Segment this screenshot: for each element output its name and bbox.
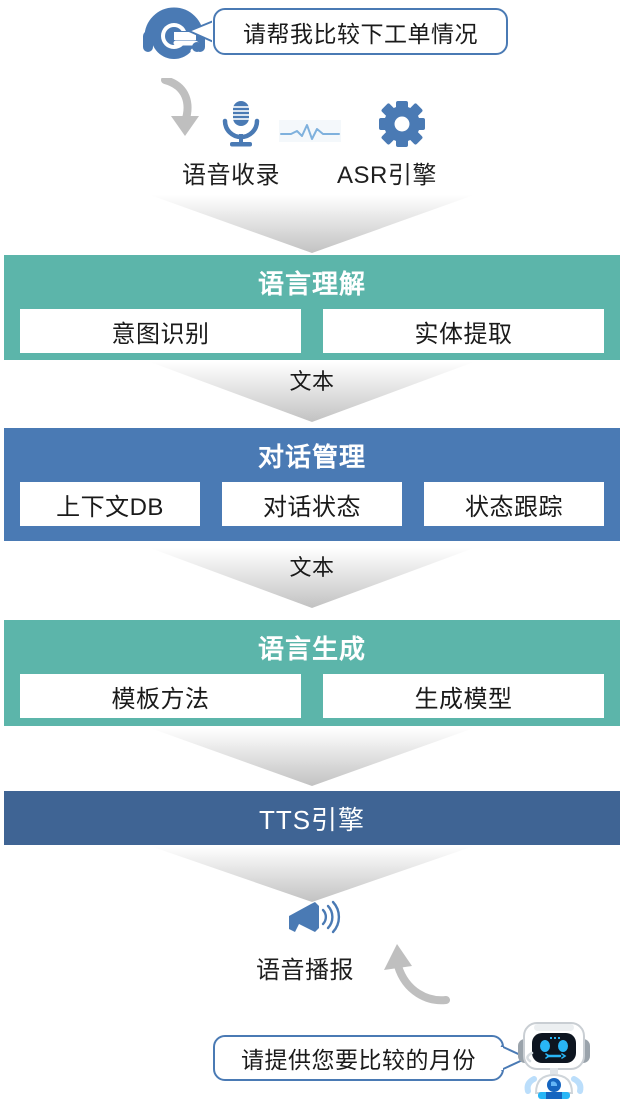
- curved-arrow-down-icon: [155, 76, 215, 140]
- stage-box-entity[interactable]: 实体提取: [323, 309, 604, 353]
- stage-nlu: 语言理解 意图识别 实体提取: [4, 255, 620, 360]
- connector-label-text-1: 文本: [289, 369, 335, 394]
- connector-arrow-2: 文本: [0, 362, 624, 424]
- stage-dialog-management: 对话管理 上下文DB 对话状态 状态跟踪: [4, 428, 620, 541]
- stage-nlg: 语言生成 模板方法 生成模型: [4, 620, 620, 726]
- stage-box-intent[interactable]: 意图识别: [20, 309, 301, 353]
- stage-box-state-tracking[interactable]: 状态跟踪: [424, 482, 604, 526]
- connector-arrow-3: 文本: [0, 548, 624, 610]
- bot-message-bubble[interactable]: 请提供您要比较的月份: [213, 1035, 504, 1081]
- connector-arrow-1: [0, 195, 624, 255]
- connector-arrow-5: [0, 846, 624, 904]
- stage-nlg-title: 语言生成: [257, 634, 366, 664]
- tts-engine-bar: TTS引擎: [4, 791, 620, 845]
- gear-icon: [378, 100, 426, 148]
- user-message-bubble[interactable]: 请帮我比较下工单情况: [213, 8, 508, 55]
- connector-arrow-4: [0, 728, 624, 788]
- tts-engine-title: TTS引擎: [258, 804, 366, 835]
- stage-nlg-boxes: 模板方法 生成模型: [4, 674, 620, 718]
- robot-icon: [510, 1013, 598, 1101]
- stage-dm-boxes: 上下文DB 对话状态 状态跟踪: [4, 482, 620, 526]
- asr-engine-label: ASR引擎: [337, 162, 437, 189]
- stage-box-template-method[interactable]: 模板方法: [20, 674, 301, 718]
- stage-box-context-db[interactable]: 上下文DB: [20, 482, 200, 526]
- microphone-icon: [219, 100, 263, 147]
- stage-box-dialog-state[interactable]: 对话状态: [222, 482, 402, 526]
- connector-label-text-2: 文本: [289, 555, 335, 580]
- stage-dm-title: 对话管理: [257, 442, 366, 472]
- voice-capture-label: 语音收录: [182, 162, 280, 189]
- megaphone-icon: [285, 898, 341, 942]
- user-message-text: 请帮我比较下工单情况: [243, 20, 478, 47]
- stage-box-generative-model[interactable]: 生成模型: [323, 674, 604, 718]
- curved-arrow-up-icon: [370, 940, 450, 1006]
- voice-broadcast-label: 语音播报: [256, 957, 354, 984]
- stage-nlu-boxes: 意图识别 实体提取: [4, 309, 620, 353]
- headset-icon: [140, 3, 214, 63]
- stage-nlu-title: 语言理解: [257, 269, 366, 299]
- bot-message-text: 请提供您要比较的月份: [241, 1047, 476, 1073]
- waveform-icon: [279, 120, 341, 142]
